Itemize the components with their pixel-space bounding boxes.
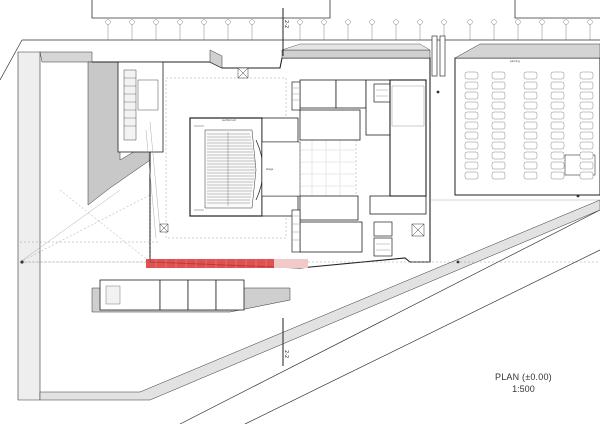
parking-stall bbox=[550, 81, 565, 90]
parking-stall bbox=[579, 101, 594, 110]
parking-stall bbox=[579, 141, 594, 150]
plan-title-block: PLAN (±0.00) 1:500 bbox=[495, 372, 552, 394]
parking-stall bbox=[523, 131, 538, 140]
parking-stall bbox=[550, 111, 565, 120]
parking-stall bbox=[550, 141, 565, 150]
parking-stall bbox=[550, 121, 565, 130]
parking-stall bbox=[464, 171, 479, 180]
parking-stall bbox=[579, 111, 594, 120]
parking-stall bbox=[491, 171, 506, 180]
parking-stall bbox=[523, 161, 538, 170]
parking-stall bbox=[550, 171, 565, 180]
hall-grid bbox=[300, 140, 356, 200]
parking-stall bbox=[550, 131, 565, 140]
parking-stall bbox=[523, 111, 538, 120]
section-label-bottom: 2-2 bbox=[283, 350, 289, 358]
parking-stall bbox=[550, 91, 565, 100]
room-label-car-park: parking bbox=[510, 59, 520, 63]
plan-scale: 1:500 bbox=[512, 384, 535, 394]
parking-stall bbox=[550, 161, 565, 170]
parking-stall bbox=[491, 141, 506, 150]
parking-stall bbox=[550, 101, 565, 110]
parking-stall bbox=[523, 171, 538, 180]
parking-stall bbox=[464, 131, 479, 140]
stair-cores bbox=[291, 81, 393, 257]
room-label-auditorium: auditorium bbox=[222, 118, 237, 122]
parking-stall bbox=[491, 151, 506, 160]
parking-stall bbox=[464, 161, 479, 170]
highlight-strip bbox=[146, 259, 308, 268]
parking-stall bbox=[523, 91, 538, 100]
left-tower bbox=[117, 61, 164, 153]
parking-stall bbox=[523, 141, 538, 150]
plan-title: PLAN (±0.00) bbox=[495, 372, 552, 382]
parking-stall bbox=[579, 121, 594, 130]
room-labels: auditorium stage parking bbox=[222, 59, 520, 171]
grid-axis-ticks bbox=[107, 22, 591, 40]
lower-annex bbox=[99, 279, 245, 311]
section-marker-bottom: 2-2 bbox=[282, 318, 289, 366]
parking-stall bbox=[491, 121, 506, 130]
parking-stall bbox=[491, 111, 506, 120]
section-label-top: 2-2 bbox=[283, 20, 289, 28]
grid-axis-bubbles bbox=[105, 19, 593, 25]
parking-stall bbox=[464, 141, 479, 150]
opening-markers bbox=[159, 67, 425, 237]
parking-stall bbox=[491, 101, 506, 110]
parking-stall bbox=[579, 81, 594, 90]
parking-stall bbox=[464, 151, 479, 160]
parking-stall bbox=[491, 81, 506, 90]
parking-stall bbox=[579, 171, 594, 180]
plaza-detail-lines bbox=[19, 121, 600, 263]
stage-rooms bbox=[261, 79, 427, 253]
parking-stall bbox=[579, 151, 594, 160]
east-volume bbox=[389, 79, 427, 197]
parking-stall bbox=[579, 131, 594, 140]
parking-stall bbox=[464, 121, 479, 130]
parking-stall bbox=[464, 111, 479, 120]
parking-stall bbox=[464, 91, 479, 100]
parking-stall bbox=[491, 91, 506, 100]
parking-stall bbox=[523, 151, 538, 160]
parking-stall bbox=[523, 101, 538, 110]
parking-stall bbox=[464, 81, 479, 90]
parking-stalls bbox=[464, 71, 594, 180]
auditorium bbox=[189, 117, 264, 217]
parking-stall bbox=[464, 71, 479, 80]
parking-stall bbox=[491, 131, 506, 140]
parking-stall bbox=[523, 71, 538, 80]
parking-stall bbox=[523, 121, 538, 130]
parking-stall bbox=[579, 91, 594, 100]
room-label-stage: stage bbox=[266, 167, 274, 171]
section-marker-top: 2-2 bbox=[282, 8, 289, 56]
parking-stall bbox=[491, 161, 506, 170]
parking-stall bbox=[491, 71, 506, 80]
stair-treads bbox=[293, 87, 390, 251]
road-edges bbox=[0, 39, 600, 424]
parking-stall bbox=[579, 161, 594, 170]
parking-stall bbox=[579, 71, 594, 80]
top-street-blocks bbox=[91, 0, 600, 19]
parking-stall bbox=[550, 151, 565, 160]
parking-stall bbox=[464, 101, 479, 110]
parking-stall bbox=[550, 71, 565, 80]
entrance-columns bbox=[431, 35, 446, 77]
parking-stall bbox=[523, 81, 538, 90]
